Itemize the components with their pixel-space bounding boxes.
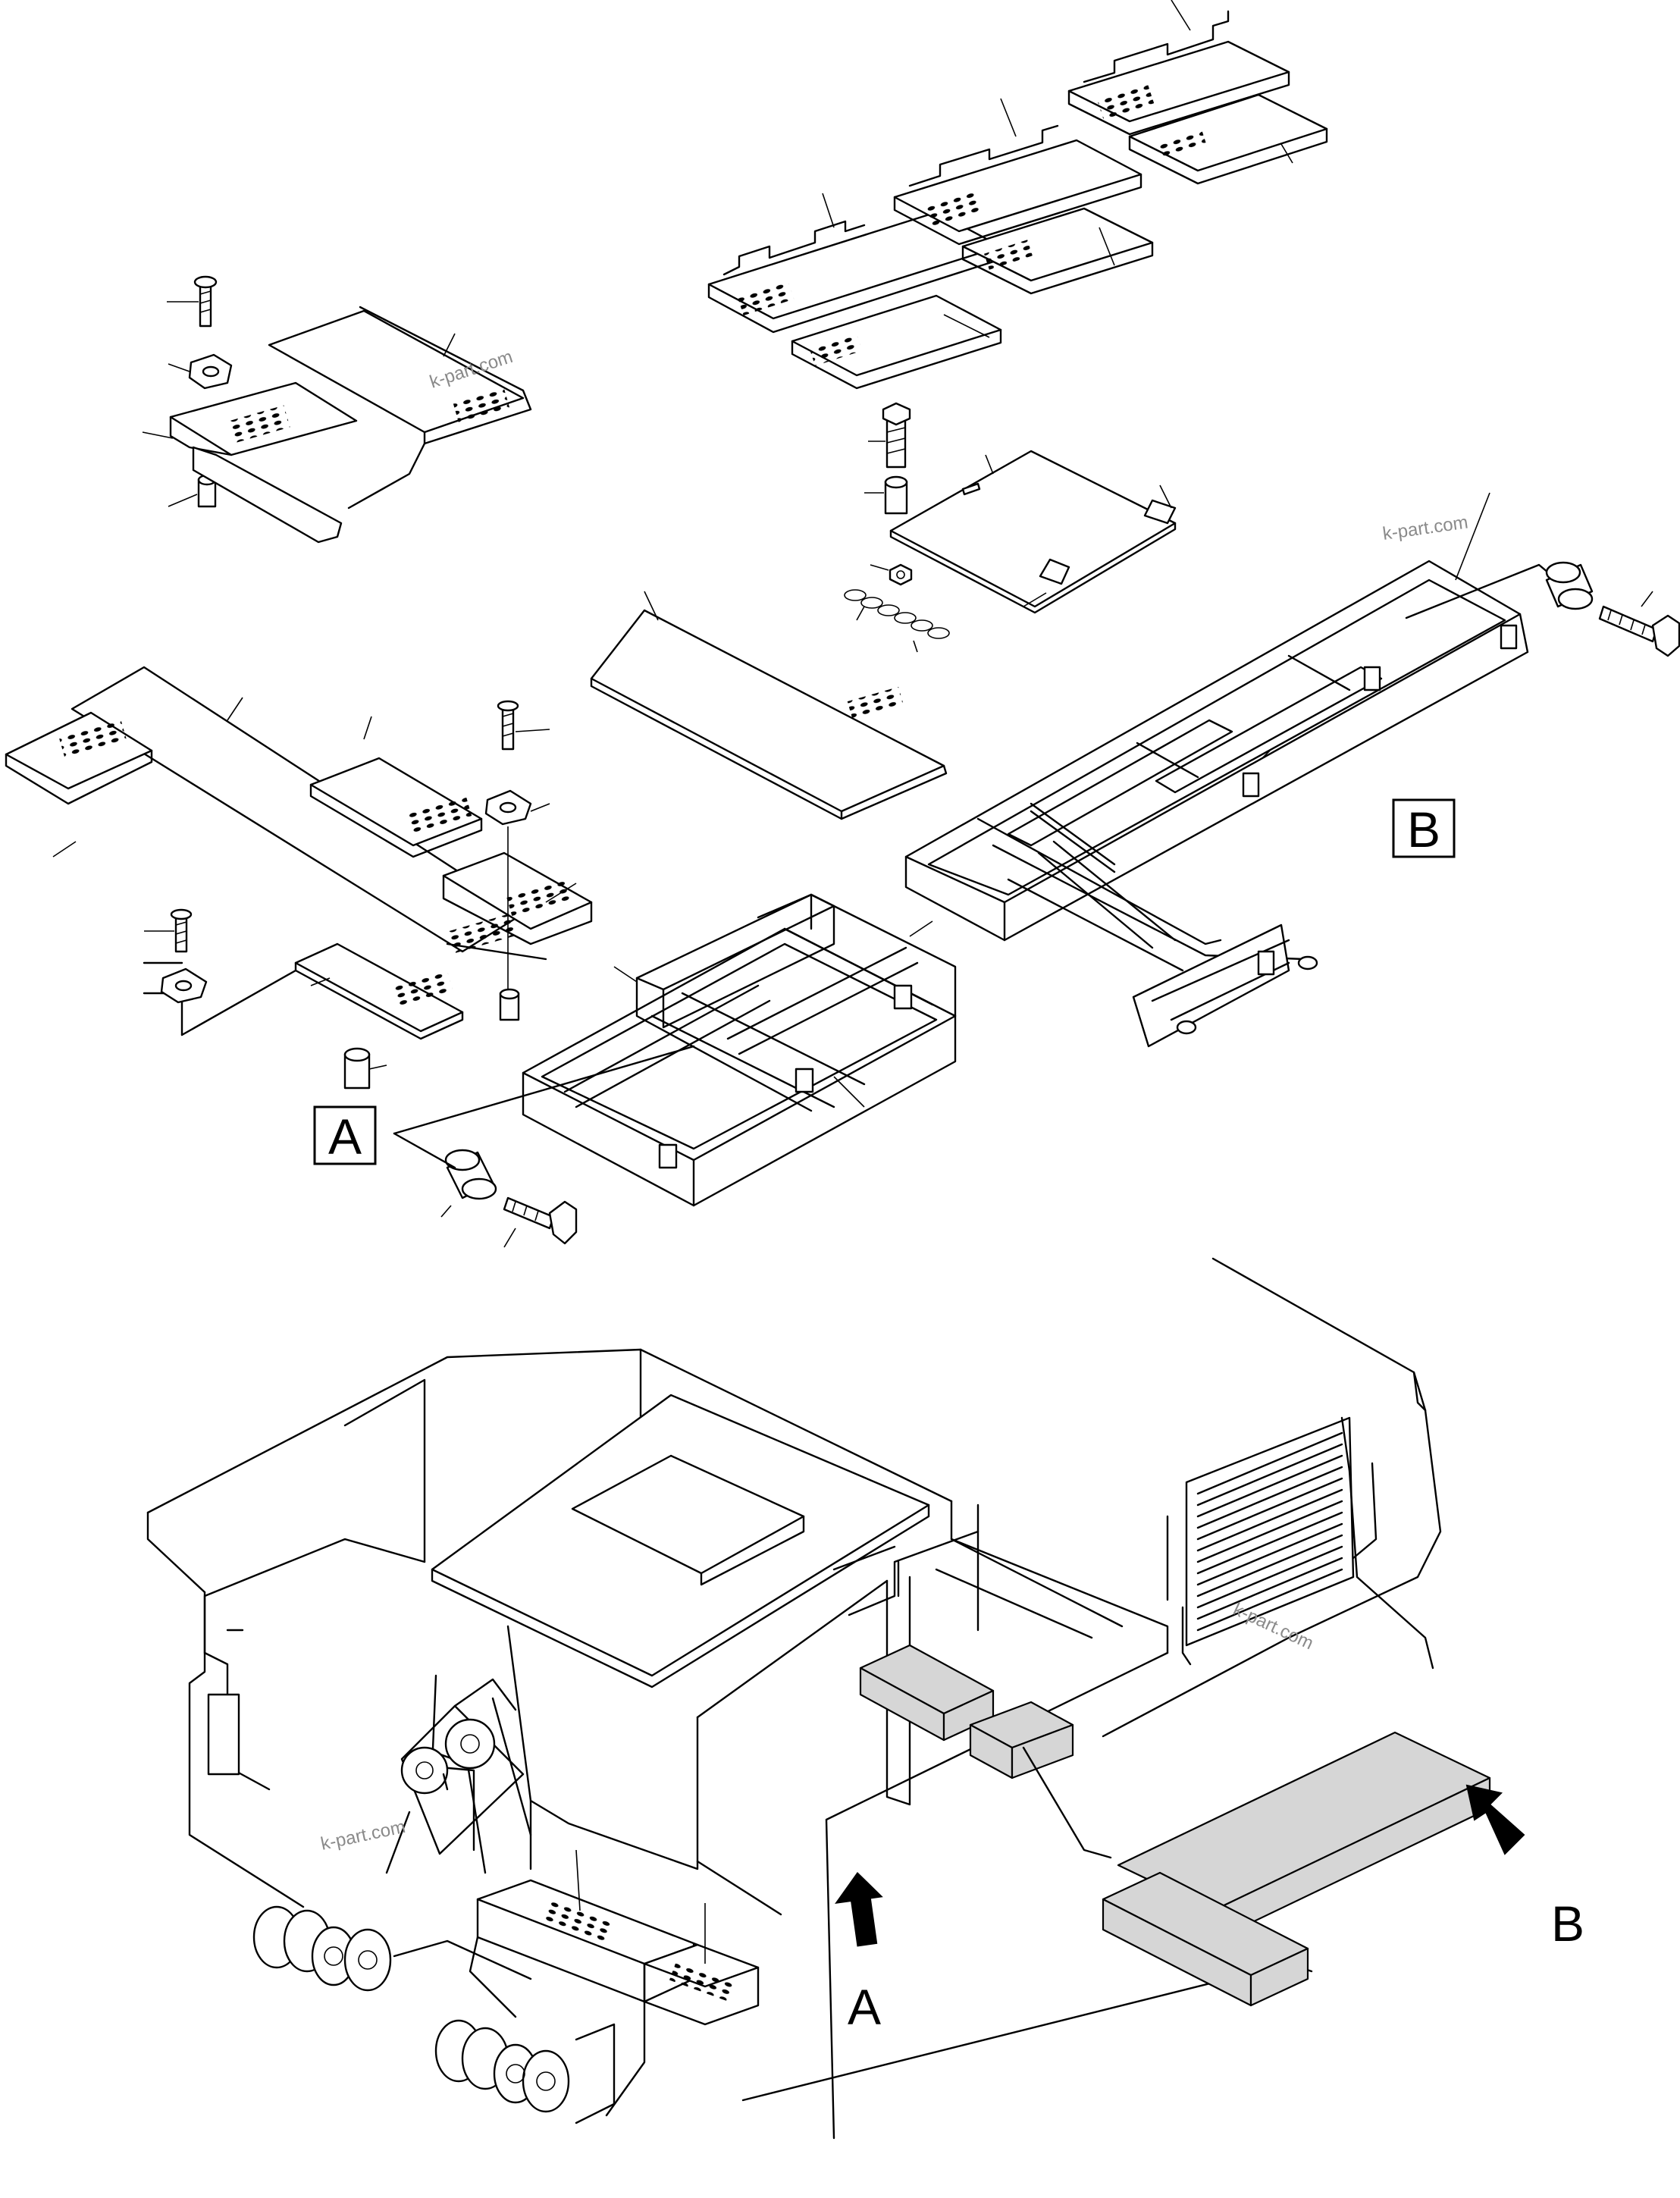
machine-illustration: k-part.com (146, 1257, 1584, 2140)
floor-plate (590, 609, 945, 813)
walkway-panel (1128, 93, 1328, 185)
boom-linkage (203, 1629, 532, 1874)
watermark-text: k-part.com (319, 1817, 407, 1855)
callout-label-b: B (1407, 801, 1440, 858)
operator-cab (431, 1394, 930, 1916)
walkway-panel (791, 294, 1002, 390)
walkway-panel (893, 98, 1142, 246)
hardware-stack-a-left (144, 908, 387, 1090)
bolt-a (503, 1196, 578, 1248)
wheel-set-right (393, 1939, 616, 2124)
walkway-panel-group-top (707, 0, 1328, 390)
bolt (144, 908, 193, 953)
clamp-washer (484, 789, 550, 826)
hardware-stack-a-right (484, 700, 550, 1021)
pin-spacer-b (1545, 561, 1594, 610)
callout-box-a: A (313, 1105, 377, 1165)
highlight-walkway-a (859, 1644, 1074, 1779)
machine-step (469, 1849, 760, 2117)
clamp-washer (168, 353, 233, 390)
chain (844, 589, 950, 653)
pin-spacer-a (440, 1149, 497, 1218)
bolt-b (1598, 591, 1680, 657)
floor-plate-group (844, 402, 1177, 653)
walkway-panel (1067, 0, 1290, 136)
leader-a (393, 1045, 695, 1135)
clamp-washer (160, 967, 208, 1004)
side-bumper (207, 1693, 240, 1776)
callout-box-b: B (1392, 798, 1456, 858)
nut (870, 563, 913, 586)
walkway-plate-group-left (5, 591, 948, 1040)
floor-plate (889, 450, 1177, 608)
spacer (168, 474, 217, 508)
arrow-label-b: B (1551, 1895, 1584, 1952)
arrow-label-a: A (848, 1979, 881, 2035)
watermark-text: k-part.com (1381, 512, 1469, 544)
walkway-panel (707, 193, 1002, 334)
support-frame-a (522, 893, 957, 1207)
spacer (499, 988, 520, 1021)
spacer (343, 1047, 387, 1090)
support-frame-b (904, 492, 1529, 1048)
wheel-set-left (252, 1905, 392, 1992)
highlight-walkway-b (1022, 1731, 1491, 2007)
walkway-panel (961, 207, 1154, 295)
callout-label-a: A (328, 1108, 362, 1165)
view-arrow-b: B (1465, 1784, 1584, 1952)
bolt (497, 700, 550, 751)
spacer (864, 475, 908, 515)
bolt (868, 402, 911, 469)
bolt (167, 275, 218, 328)
walkway-panel-group-left: k-part.com (142, 275, 532, 544)
view-arrow-a: A (835, 1871, 883, 2035)
